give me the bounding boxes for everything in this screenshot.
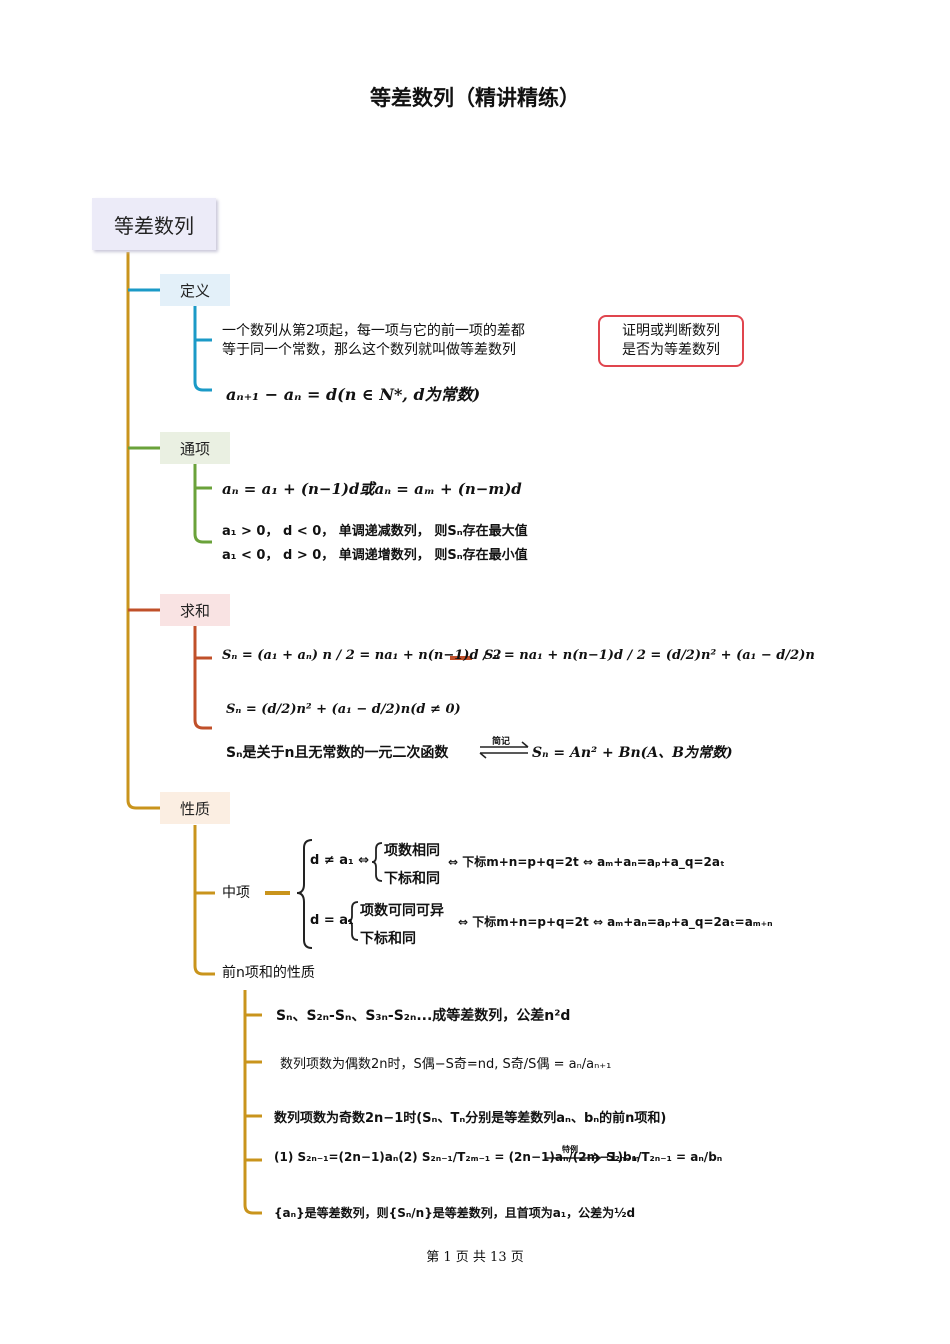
sum-formula-1: Sₙ = (a₁ + aₙ) n / 2 = na₁ + n(n−1)d / 2 bbox=[222, 648, 502, 663]
prefix-property-2: 数列项数为偶数2n时，S偶−S奇=nd, S奇/S偶 = aₙ/aₙ₊₁ bbox=[280, 1057, 612, 1072]
case1-condition: d ≠ a₁ ⇔ bbox=[310, 853, 370, 868]
case1-b: 下标和同 bbox=[384, 871, 440, 887]
definition-formula: aₙ₊₁ − aₙ = d(n ∈ N*, d为常数) bbox=[226, 385, 481, 404]
note-line1: 证明或判断数列 bbox=[622, 323, 720, 339]
quadratic-statement: Sₙ是关于n且无常数的一元二次函数 bbox=[226, 745, 449, 761]
simplify-arrow-label: 简记 bbox=[492, 737, 511, 747]
middle-term-label: 中项 bbox=[222, 885, 250, 901]
note-box: 证明或判断数列 是否为等差数列 bbox=[598, 315, 744, 367]
case2-a: 项数可同可异 bbox=[360, 903, 444, 919]
monotonic-increasing: a₁ < 0， d > 0， 单调递增数列， 则Sₙ存在最小值 bbox=[222, 548, 528, 563]
sum-formula-3: Sₙ = (d/2)n² + (a₁ − d/2)n(d ≠ 0) bbox=[226, 702, 461, 717]
page-title: 等差数列（精讲精练） bbox=[370, 86, 580, 110]
monotonic-decreasing: a₁ > 0， d < 0， 单调递减数列， 则Sₙ存在最大值 bbox=[222, 524, 528, 539]
definition-text-line2: 等于同一个常数，那么这个数列就叫做等差数列 bbox=[222, 342, 516, 358]
prefix-property-5: {aₙ}是等差数列，则{Sₙ/n}是等差数列，且首项为a₁，公差为½d bbox=[274, 1206, 636, 1220]
section-general-term: 通项 bbox=[160, 432, 230, 464]
section-sum: 求和 bbox=[160, 594, 230, 626]
special-case-label: 特例 bbox=[562, 1145, 578, 1154]
root-node: 等差数列 bbox=[92, 198, 216, 250]
case2-result: ⇔ 下标m+n=p+q=2t ⇔ aₘ+aₙ=aₚ+a_q=2aₜ=aₘ₊ₙ bbox=[458, 915, 773, 929]
case2-condition: d = a₁ bbox=[310, 913, 354, 928]
page-footer: 第 1 页 共 13 页 bbox=[426, 1250, 524, 1265]
case2-b: 下标和同 bbox=[360, 931, 416, 947]
prefix-property-3: 数列项数为奇数2n−1时(Sₙ、Tₙ分别是等差数列aₙ、bₙ的前n项和) bbox=[274, 1111, 667, 1126]
section-properties: 性质 bbox=[160, 792, 230, 824]
prefix-sum-label: 前n项和的性质 bbox=[222, 965, 315, 981]
definition-text-line1: 一个数列从第2项起，每一项与它的前一项的差都 bbox=[222, 323, 525, 339]
section-definition: 定义 bbox=[160, 274, 230, 306]
general-term-formula: aₙ = a₁ + (n−1)d或aₙ = aₘ + (n−m)d bbox=[222, 480, 522, 498]
quadratic-form: Sₙ = An² + Bn(A、B为常数) bbox=[532, 745, 733, 761]
prefix-property-4: (1) S₂ₙ₋₁=(2n−1)aₙ(2) S₂ₙ₋₁/T₂ₘ₋₁ = (2n−… bbox=[274, 1150, 640, 1164]
note-line2: 是否为等差数列 bbox=[622, 342, 720, 358]
case1-result: ⇔ 下标m+n=p+q=2t ⇔ aₘ+aₙ=aₚ+a_q=2aₜ bbox=[448, 855, 725, 869]
special-case-result: S₂ₙ₋₁/T₂ₙ₋₁ = aₙ/bₙ bbox=[606, 1150, 723, 1164]
prefix-property-1: Sₙ、S₂ₙ-Sₙ、S₃ₙ-S₂ₙ...成等差数列，公差n²d bbox=[276, 1008, 571, 1024]
sum-formula-2: Sₙ = na₁ + n(n−1)d / 2 = (d/2)n² + (a₁ −… bbox=[484, 648, 815, 663]
case1-a: 项数相同 bbox=[384, 843, 440, 859]
